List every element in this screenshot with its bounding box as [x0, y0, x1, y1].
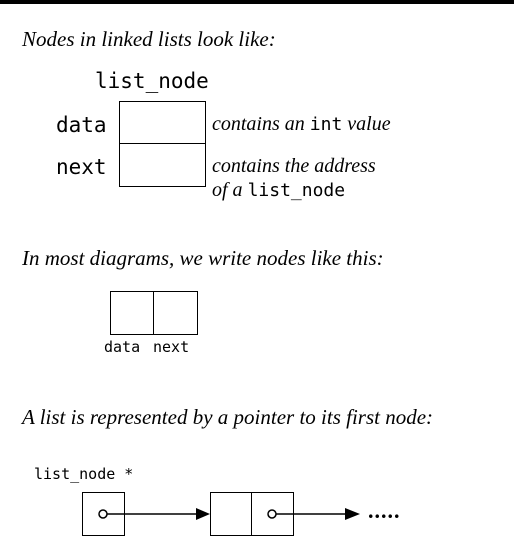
- next-desc-line2-pre: of a: [212, 179, 248, 201]
- next-desc-line1: contains the address: [212, 155, 376, 177]
- section1-heading: Nodes in linked lists look like:: [22, 27, 276, 51]
- head-pointer-dot-icon: [98, 509, 108, 519]
- compact-node-data-cell: [110, 291, 155, 335]
- section3-heading: A list is represented by a pointer to it…: [22, 405, 434, 429]
- field-next-label: next: [56, 155, 107, 179]
- next-pointer-dot-icon: [267, 509, 277, 519]
- next-field-description-line2: of a list_node: [212, 179, 345, 202]
- top-rule: [0, 0, 514, 4]
- compact-label-next: next: [153, 338, 190, 356]
- compact-label-data: data: [104, 338, 141, 356]
- field-data-label: data: [56, 113, 107, 137]
- data-field-description: contains an int value: [212, 113, 391, 136]
- data-desc-post: value: [342, 113, 391, 135]
- first-node-data-cell: [210, 492, 253, 536]
- next-field-box: [119, 143, 206, 187]
- data-desc-pre: contains an: [212, 113, 310, 135]
- next-desc-line2-code: list_node: [247, 180, 346, 201]
- section2-heading: In most diagrams, we write nodes like th…: [22, 246, 384, 270]
- struct-name-label: list_node: [95, 69, 209, 93]
- next-pointer-arrow: [267, 508, 360, 520]
- head-pointer-arrow: [98, 508, 210, 520]
- pointer-type-label: list_node *: [34, 465, 134, 483]
- list-continuation-ellipsis: .....: [368, 498, 401, 523]
- compact-node-next-cell: [153, 291, 198, 335]
- data-desc-code: int: [309, 114, 343, 135]
